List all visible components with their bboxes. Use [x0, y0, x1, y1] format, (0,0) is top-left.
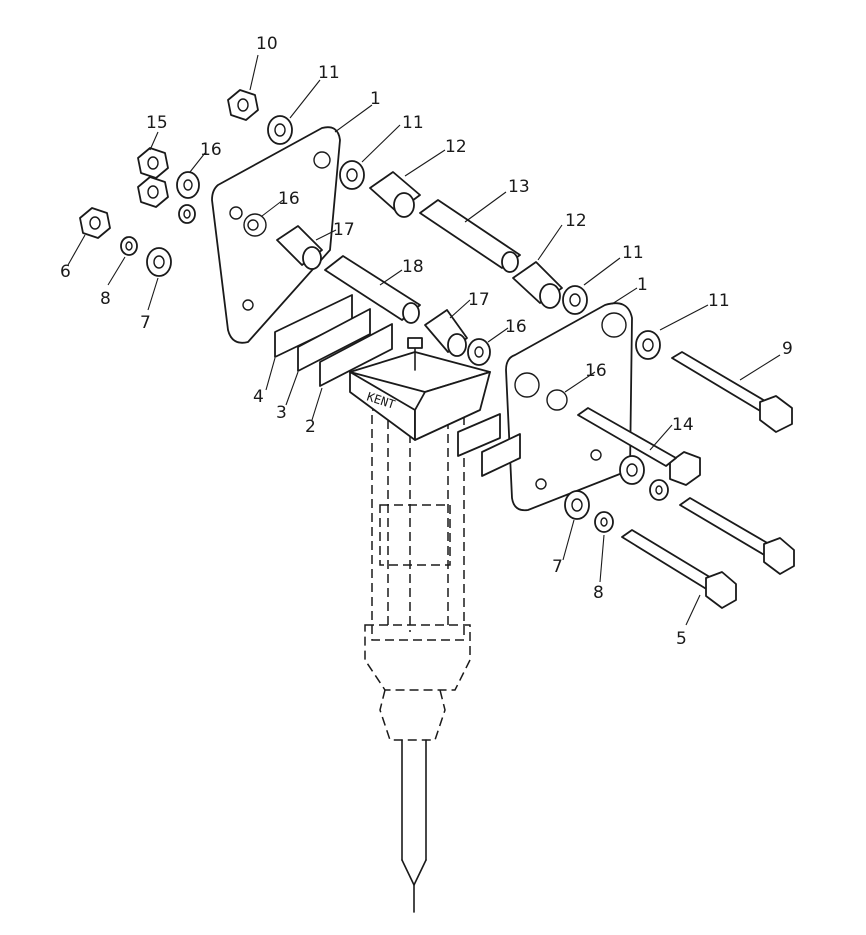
callout-11: 11 — [622, 243, 644, 263]
shim-plates — [274, 294, 521, 477]
callout-12: 12 — [565, 211, 587, 231]
washers — [120, 115, 669, 533]
spacer-17-and-18 — [276, 225, 468, 357]
callout-9: 9 — [782, 339, 793, 359]
callout-16: 16 — [200, 140, 222, 160]
callout-13: 13 — [508, 177, 530, 197]
callout-5: 5 — [676, 629, 687, 649]
callout-16: 16 — [505, 317, 527, 337]
callout-18: 18 — [402, 257, 424, 277]
lock-nuts — [79, 89, 701, 486]
callout-11: 11 — [318, 63, 340, 83]
callout-4: 4 — [253, 387, 264, 407]
spacer-tubes — [369, 171, 563, 309]
callout-17: 17 — [468, 290, 490, 310]
callout-10: 10 — [256, 34, 278, 54]
callout-16: 16 — [278, 189, 300, 209]
callout-1: 1 — [637, 275, 648, 295]
callout-15: 15 — [146, 113, 168, 133]
callout-8: 8 — [593, 583, 604, 603]
leader-lines — [67, 54, 781, 626]
callout-16: 16 — [585, 361, 607, 381]
callout-labels: 10 11 1 11 12 15 16 16 13 17 12 18 11 1 … — [60, 34, 793, 649]
callout-3: 3 — [276, 403, 287, 423]
callout-12: 12 — [445, 137, 467, 157]
callout-17: 17 — [333, 220, 355, 240]
callout-7: 7 — [140, 313, 151, 333]
hammer-top-block: KENT — [349, 337, 491, 441]
callout-1: 1 — [370, 89, 381, 109]
callout-2: 2 — [305, 417, 316, 437]
callout-11: 11 — [708, 291, 730, 311]
callout-14: 14 — [672, 415, 694, 435]
callout-11: 11 — [402, 113, 424, 133]
bolts — [577, 351, 795, 609]
callout-8: 8 — [100, 289, 111, 309]
right-side-plate — [505, 302, 633, 512]
callout-7: 7 — [552, 557, 563, 577]
hydraulic-hammer-body — [364, 409, 471, 913]
callout-6: 6 — [60, 262, 71, 282]
left-side-plate — [211, 126, 341, 344]
